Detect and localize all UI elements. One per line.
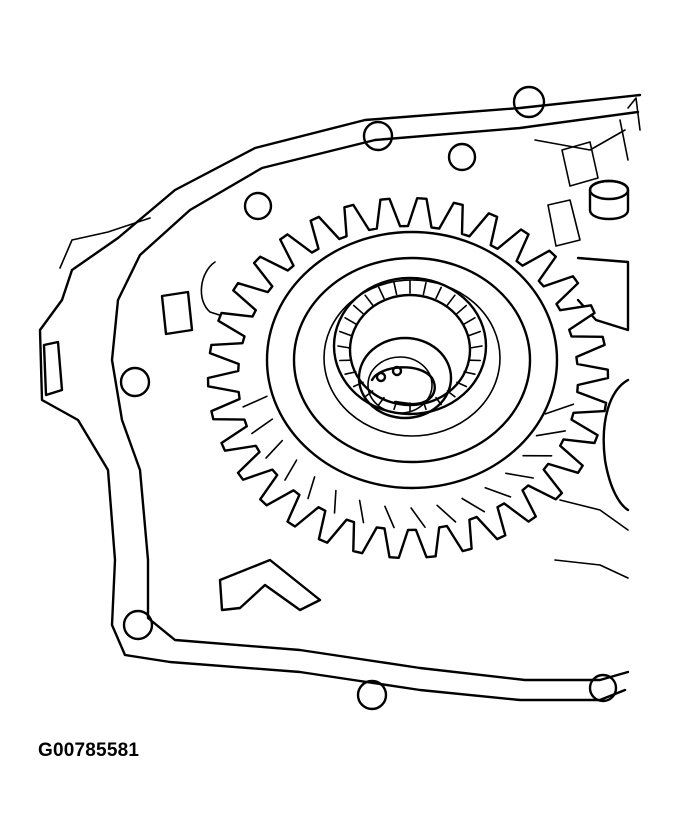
gear-hub-inner-ring <box>292 256 532 464</box>
bearing-roller <box>463 316 476 325</box>
bearing-roller <box>393 281 398 296</box>
gear-hub-outer-ring <box>265 230 559 490</box>
gear-helix-line <box>535 430 567 437</box>
snap-ring-eye-left <box>375 371 387 383</box>
gear-helix-line <box>436 504 457 523</box>
side-tab <box>42 340 64 397</box>
casting-contour-left <box>200 261 236 321</box>
bolt-hole <box>119 366 151 398</box>
gear-helix-line <box>333 489 337 514</box>
bearing-roller <box>422 281 427 296</box>
bearing-roller <box>456 304 468 315</box>
bearing-roller <box>364 294 374 306</box>
casting-pocket-left <box>160 290 194 336</box>
bearing-roller <box>344 316 357 325</box>
casting-wall-upper-right <box>534 129 626 247</box>
gear-helix-line <box>265 439 284 459</box>
figure-id-label: G00785581 <box>38 740 140 761</box>
gear-helix-line <box>242 395 268 408</box>
bolt-hole <box>447 142 477 172</box>
gear-helix-line <box>251 418 274 435</box>
gear-helix-line <box>384 505 395 529</box>
bearing-bore <box>357 336 453 420</box>
bearing-roller <box>467 330 482 337</box>
casting-contour-bottom <box>218 558 322 612</box>
housing-flange-step <box>59 217 151 269</box>
shaft-boss-right <box>602 378 630 512</box>
bolt-hole <box>356 679 388 711</box>
gear-helix-line <box>461 497 486 513</box>
bearing-roller <box>456 381 468 388</box>
snap-ring-eye-right <box>391 365 403 377</box>
gear-helix-line <box>505 472 535 479</box>
counter-gear <box>206 197 610 559</box>
bearing-roller <box>463 371 476 376</box>
bearing-roller <box>435 286 443 300</box>
bearing-bore-inner <box>367 356 433 414</box>
gear-teeth-outline <box>206 197 610 559</box>
gear-helix-line <box>307 476 316 500</box>
gear-helix-line <box>410 507 426 529</box>
bolt-hole <box>122 609 154 641</box>
gear-helix-line <box>544 403 575 415</box>
gear-helix-line <box>284 459 298 481</box>
bolt-hole <box>512 85 546 119</box>
bearing-roller <box>377 396 385 406</box>
casting-wall-right <box>554 499 629 579</box>
bearing-roller <box>352 304 364 315</box>
bolt-hole <box>362 120 394 152</box>
bearing-roller <box>377 286 385 300</box>
bolt-holes <box>119 85 618 711</box>
bearing-outer-race <box>332 276 488 416</box>
bolt-hole <box>588 673 618 703</box>
dowel-boss-top <box>588 179 630 201</box>
bearing-roller <box>338 330 353 337</box>
gear-hub-web-ring <box>323 279 501 437</box>
bearing-roller <box>337 345 351 349</box>
bearing-roller <box>446 294 456 306</box>
bearing-roller <box>344 371 357 376</box>
bearing-roller <box>469 345 483 349</box>
gear-helix-line <box>358 499 365 524</box>
snap-ring <box>370 366 436 406</box>
gear-helix-line <box>484 486 512 498</box>
housing-top-right-edge <box>619 97 641 161</box>
housing-flange-inner-edge <box>110 110 640 682</box>
bolt-hole <box>243 191 273 221</box>
